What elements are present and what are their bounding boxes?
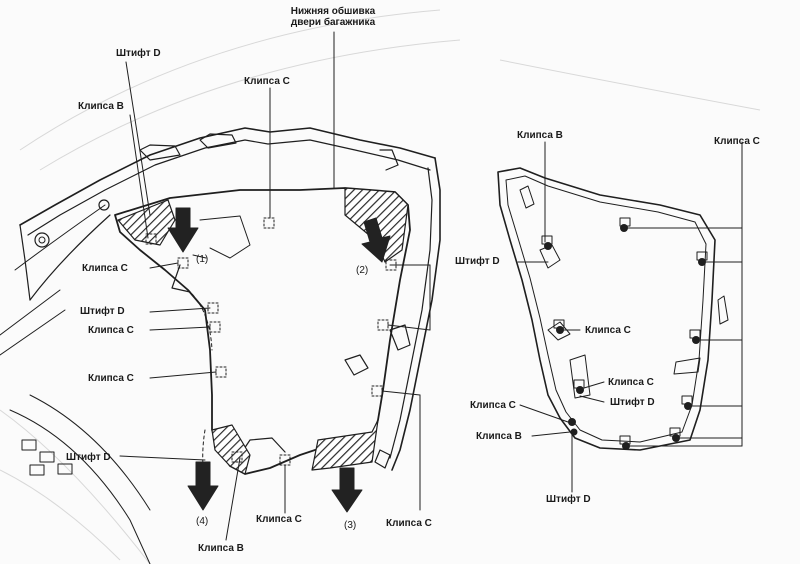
label-clip-c-right-left: Клипса C — [470, 400, 516, 411]
label-clip-c-right-2: Клипса C — [608, 377, 654, 388]
label-pin-d-right-bottom: Штифт D — [546, 494, 591, 505]
lower-trim-label: Нижняя обшивка двери багажника — [268, 6, 398, 28]
label-pin-d-right-2: Штифт D — [610, 397, 655, 408]
label-clip-c-top: Клипса C — [244, 76, 290, 87]
label-clip-c-left-3: Клипса C — [88, 373, 134, 384]
label-clip-b-bottom: Клипса B — [198, 543, 244, 554]
label-clip-c-left-2: Клипса C — [88, 325, 134, 336]
label-clip-c-bottom: Клипса C — [256, 514, 302, 525]
label-clip-b-top-left: Клипса B — [78, 101, 124, 112]
left-door-assembly — [0, 31, 441, 564]
step-2-label: (2) — [356, 265, 369, 276]
label-clip-c-right-mid: Клипса C — [585, 325, 631, 336]
label-clip-b-right-bottom: Клипса B — [476, 431, 522, 442]
label-pin-d-left: Штифт D — [80, 306, 125, 317]
label-pin-d-top-left: Штифт D — [116, 48, 161, 59]
label-clip-c-bottom-right: Клипса C — [386, 518, 432, 529]
label-clip-c-right-top: Клипса С — [714, 136, 760, 147]
label-pin-d-right: Штифт D — [455, 256, 500, 267]
lower-trim-label-line2: двери багажника — [290, 17, 376, 28]
step-4-label: (4) — [196, 516, 209, 527]
right-trim-panel-detail — [497, 141, 743, 493]
label-pin-d-bottom-left: Штифт D — [66, 452, 111, 463]
step-3-label: (3) — [344, 520, 357, 531]
label-clip-b-right-top: Клипса B — [517, 130, 563, 141]
label-clip-c-left-1: Клипса C — [82, 263, 128, 274]
lower-trim-label-line1: Нижняя обшивка — [290, 6, 376, 17]
step-1-label: (1) — [196, 254, 209, 265]
vehicle-background-outline — [0, 9, 761, 564]
